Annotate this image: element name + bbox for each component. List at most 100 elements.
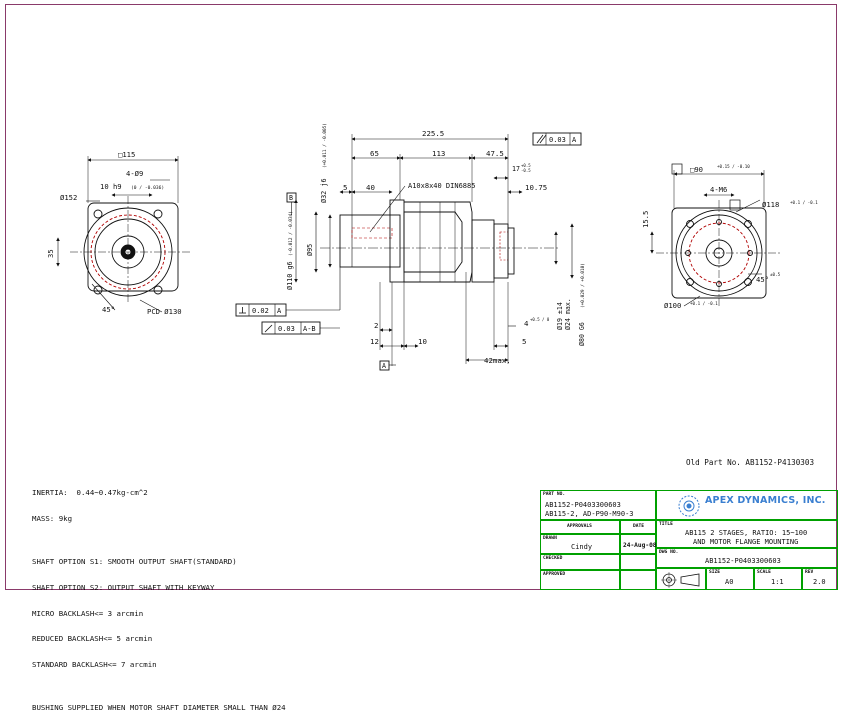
date-label: DATE [633,524,645,529]
right-dia-118: Ø118 [762,200,779,209]
approved-label: APPROVED [543,572,566,577]
company-name: APEX DYNAMICS, INC. [705,495,826,506]
dim-5b: 5 [522,337,526,346]
rev-label: REV [805,570,814,575]
left-pcd: PCD Ø130 [147,307,182,316]
right-motor-flange-view [650,163,782,307]
general-notes: INERTIA: 0.44~0.47kg-cm^2 MASS: 9kg SHAF… [32,472,286,721]
dim-17: 17 [512,165,520,173]
approved-cell: APPROVED [540,570,620,590]
part-no-1: AB1152-P0403300603 [545,501,621,509]
note-line: SHAFT OPTION S2: OUTPUT SHAFT WITH KEYWA… [32,582,215,592]
size-label: SIZE [709,570,721,575]
right-view-labels: □90 +0.15 / -0.10 4-M6 Ø118 +0.1 / -0.1 … [641,164,818,310]
projection-symbol-icon [661,572,700,588]
dim-4-tol: +0.5 / 0 [530,317,550,322]
shaft-diameter: Ø32 j6 [320,178,328,203]
dia-19: Ø19 ±14 [556,302,564,330]
left-angle: 45° [102,305,115,314]
dim-overall-length: 225.5 [422,129,444,138]
right-angle-tol: ±0.5 [770,272,781,277]
dia-95: Ø95 [306,244,314,256]
left-holes-dim: 4-Ø9 [126,169,143,178]
note-line: SHAFT OPTION S1: SMOOTH OUTPUT SHAFT(STA… [32,556,237,566]
dim-42-max: 42max. [484,356,511,365]
company-logo-icon [678,495,700,517]
datum-b-label: B [289,194,293,202]
part-no-2: AB115-2, AD-P90-M90-3 [545,510,634,518]
approvals-cell: APPROVALS [540,520,620,534]
runout-datum: A [572,136,577,144]
datum-a-label: A [382,362,386,370]
date-header-cell: DATE [620,520,656,534]
title-cell: TITLE AB115 2 STAGES, RATIO: 15~100 AND … [656,520,838,548]
pilot-diameter: Ø110 g6 [286,261,294,290]
note-line: MICRO BACKLASH<= 3 arcmin [32,608,144,618]
right-dia-100: Ø100 [664,301,681,310]
runout2-value: 0.03 [278,325,295,333]
scale-cell: SCALE 1:1 [754,568,802,590]
note-line: BUSHING SUPPLIED WHEN MOTOR SHAFT DIAMET… [32,703,286,713]
side-view-labels: 225.5 65 113 47.5 0.03 A B A 17 +0.5 -0.… [252,123,586,370]
dim-113: 113 [432,149,445,158]
perpendicularity-value: 0.02 [252,307,269,315]
checked-date-cell [620,554,656,570]
note-line: REDUCED BACKLASH<= 5 arcmin [32,634,153,644]
right-square-tol: +0.15 / -0.10 [717,164,750,169]
keyway-spec: A10x8x40 DIN6885 [408,182,475,190]
projection-cell [656,568,706,590]
dwg-no: AB1152-P0403300603 [705,557,781,565]
approved-date-cell [620,570,656,590]
title-label: TITLE [659,522,673,527]
dia-80: Ø80 G6 [578,322,586,346]
shaft-tolerance: (+0.011 / -0.005) [322,123,328,168]
scale-value: 1:1 [771,578,784,586]
left-dim-35: 35 [46,249,55,258]
runout-value: 0.03 [549,136,566,144]
drawn-label: DRAWN [543,536,557,541]
perpendicularity-datum: A [277,307,282,315]
dia-24: Ø24 max. [564,298,572,330]
dim-12: 12 [370,337,379,346]
right-dim-15-5: 15.5 [641,211,650,228]
side-view [235,132,582,371]
dim-2: 2 [374,321,378,330]
left-front-view [56,156,190,313]
rev-cell: REV 2.0 [802,568,838,590]
rev-value: 2.0 [813,578,826,586]
runout2-datum: A-B [303,325,316,333]
pilot-tolerance: (-0.012 / -0.034) [288,211,294,256]
left-key-tol: (0 / -0.036) [131,185,164,191]
checked-cell: CHECKED [540,554,620,570]
dim-10: 10 [418,337,427,346]
size-value: A0 [725,578,734,586]
drawn-cell: DRAWN Cindy [540,534,620,554]
left-square-dim: □115 [118,150,135,159]
approvals-label: APPROVALS [567,524,592,529]
dim-17-lo: -0.5 [521,168,531,173]
dwg-no-label: DWG NO. [659,550,679,555]
right-dia-118-tol: +0.1 / -0.1 [790,200,818,205]
part-no-label: PART NO. [543,492,566,497]
right-holes-dim: 4-M6 [710,185,727,194]
title-block: PART NO. AB1152-P0403300603 AB115-2, AD-… [540,490,838,590]
drawing-frame [5,4,837,590]
left-key-width: 10 h9 [100,182,122,191]
engineering-drawing: □115 4-Ø9 Ø152 10 h9 (0 / -0.036) 35 45°… [46,123,818,371]
company-cell: APEX DYNAMICS, INC. [656,490,838,520]
date-cell: 24-Aug-08 [620,534,657,554]
part-no-cell: PART NO. AB1152-P0403300603 AB115-2, AD-… [540,490,656,520]
title-line-2: AND MOTOR FLANGE MOUNTING [693,538,799,546]
dim-5: 5 [343,183,347,192]
drawing-date: 24-Aug-08 [623,542,657,549]
dim-17-up: +0.5 [521,163,531,168]
title-line-1: AB115 2 STAGES, RATIO: 15~100 [685,529,808,537]
dim-4: 4 [524,319,529,328]
dim-40: 40 [366,183,375,192]
checked-label: CHECKED [543,556,563,561]
dwg-no-cell: DWG NO. AB1152-P0403300603 [656,548,838,568]
left-view-labels: □115 4-Ø9 Ø152 10 h9 (0 / -0.036) 35 45°… [46,150,182,316]
old-part-number: Old Part No. AB1152-P4130303 [686,458,815,467]
scale-label: SCALE [757,570,771,575]
dim-65: 65 [370,149,379,158]
